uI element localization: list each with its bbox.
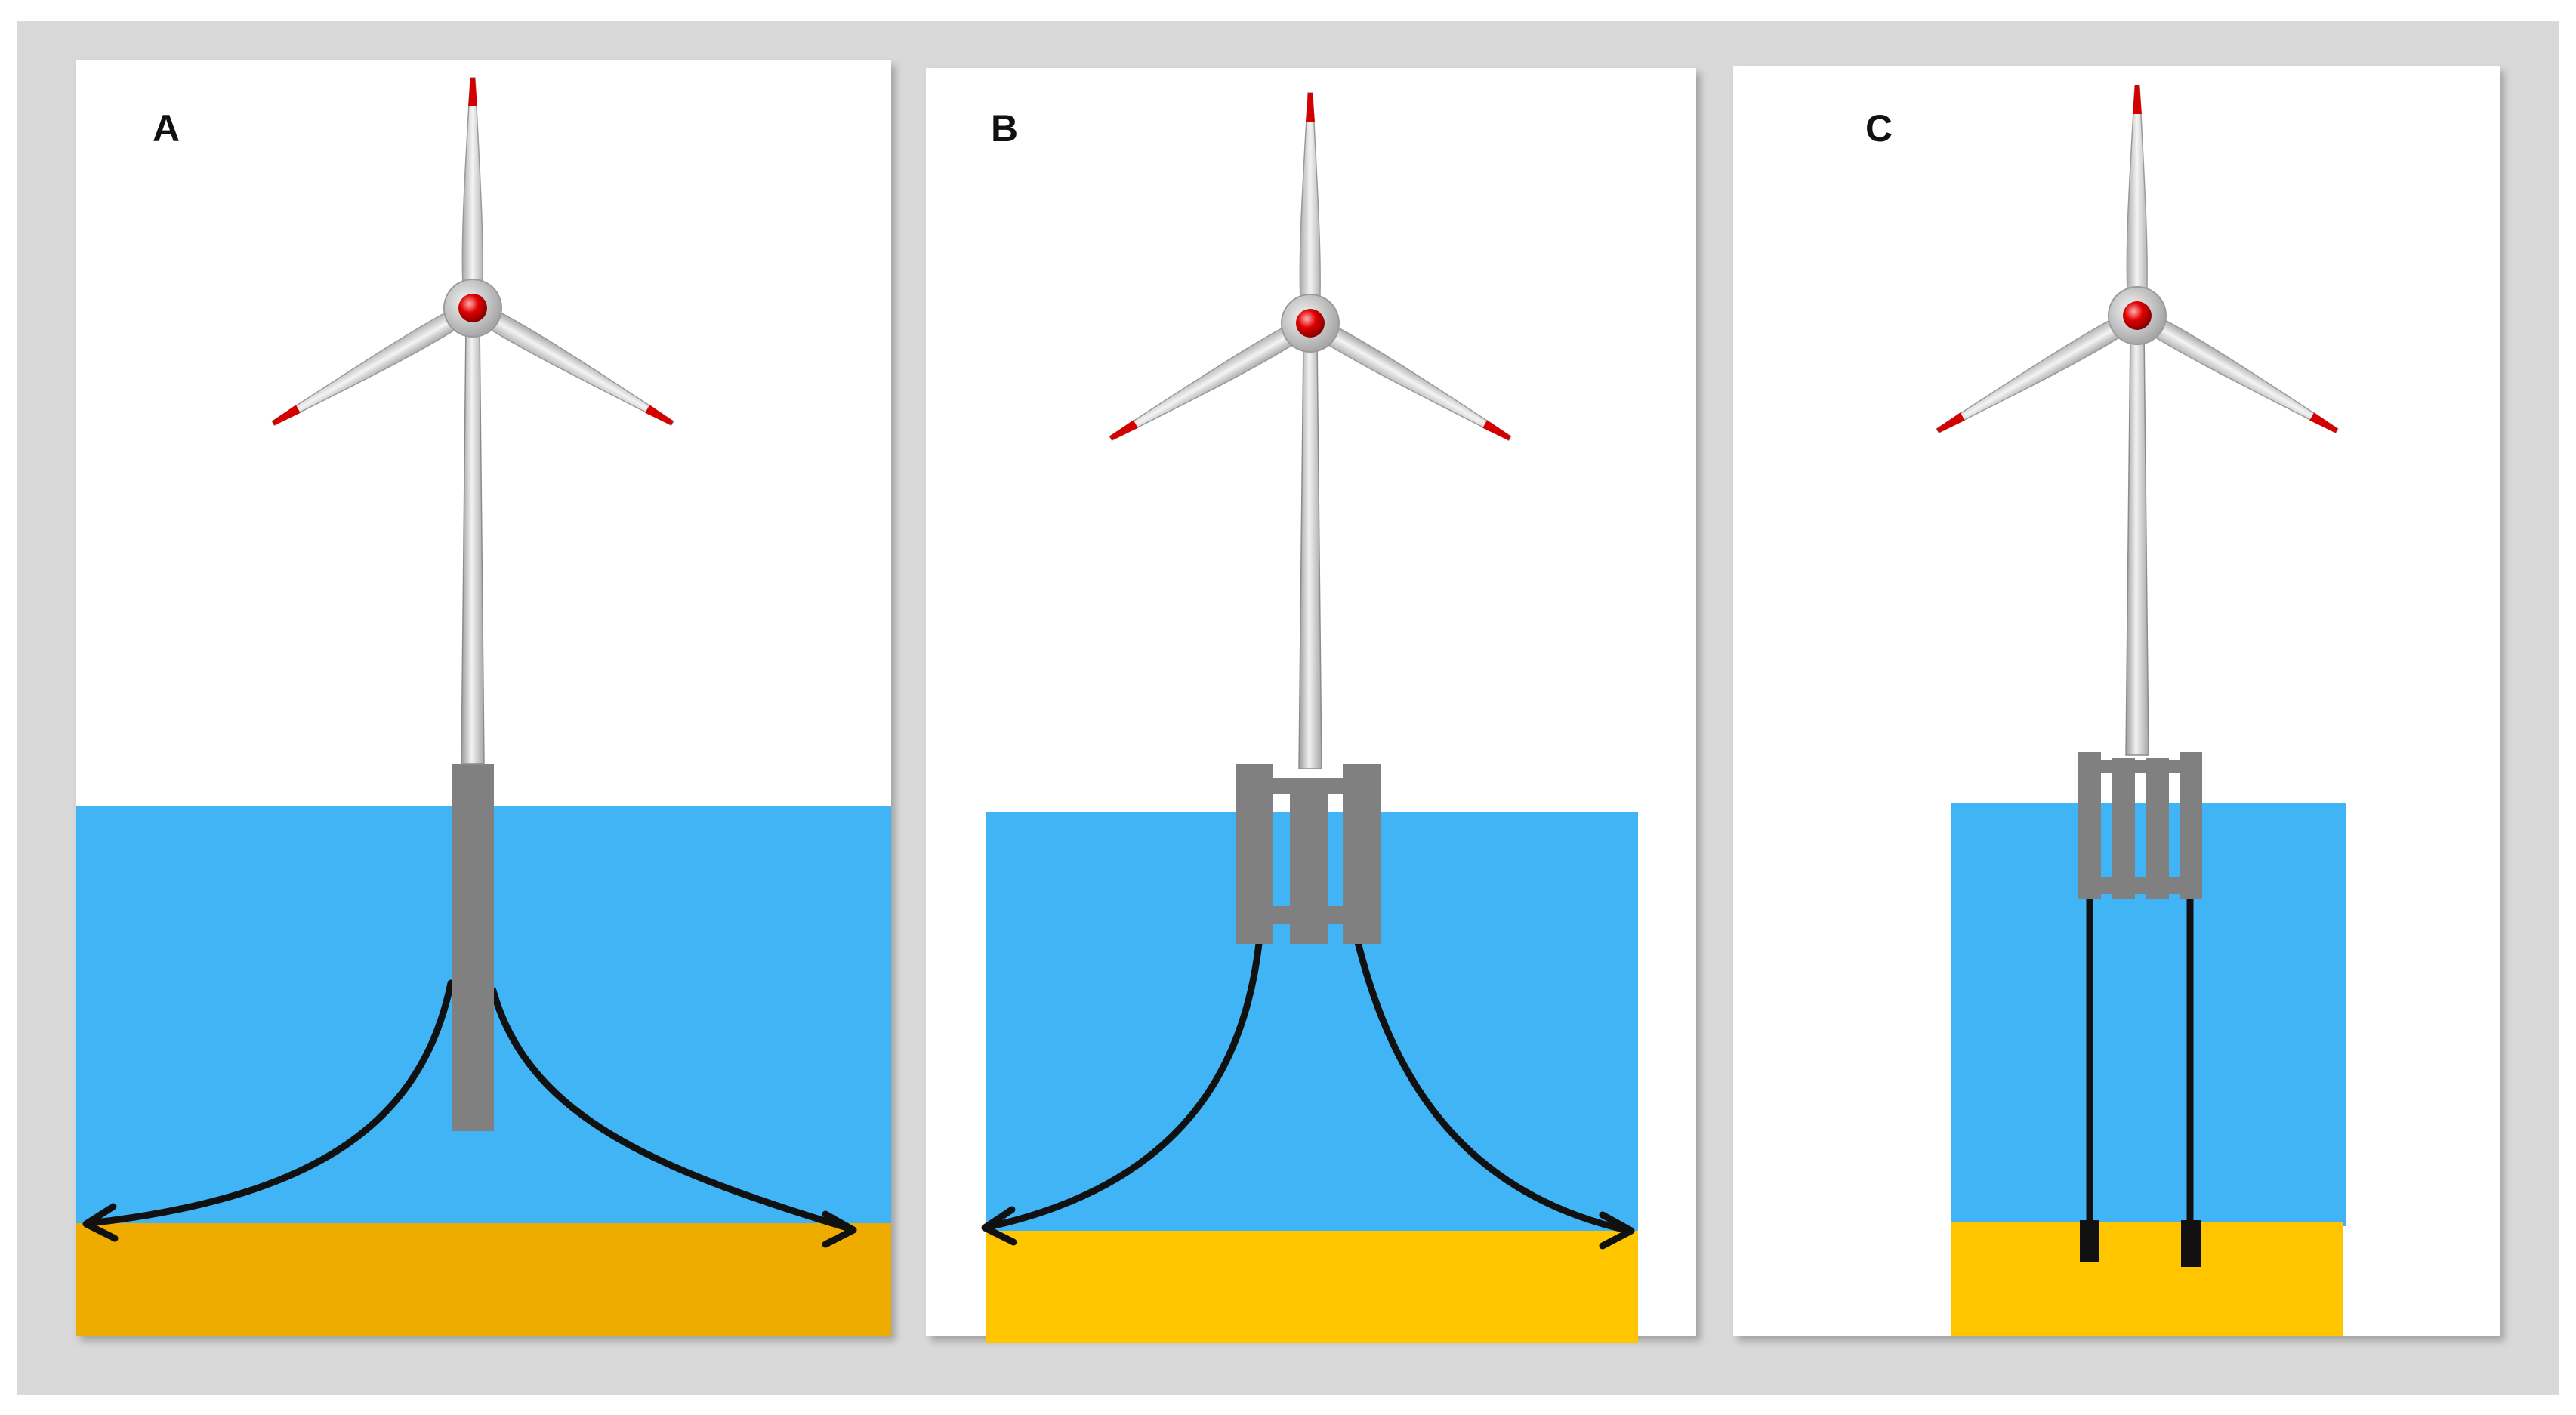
turbine-tower <box>1298 338 1322 769</box>
platform-column <box>2146 758 2169 899</box>
turbine-tower <box>2125 330 2149 756</box>
arrowhead-icon <box>822 1210 857 1248</box>
panel-b-seabed <box>986 1231 1638 1343</box>
panel-b-mooring-line-right <box>1353 933 1634 1235</box>
arrowhead-icon <box>82 1203 119 1242</box>
blade-body <box>474 303 674 427</box>
blade-tip <box>2309 412 2338 433</box>
platform-brace <box>1236 906 1381 924</box>
turbine-blade <box>461 77 483 301</box>
blade-body <box>1311 318 1512 442</box>
platform-brace <box>2078 877 2202 894</box>
turbine-blade <box>1299 92 1321 316</box>
panel-b <box>926 68 1696 1343</box>
panel-b-semi-submersible-platform <box>1236 764 1381 944</box>
panel-a-mooring-line-left <box>85 979 455 1227</box>
blade-tip <box>645 405 674 426</box>
platform-column <box>2180 752 2202 899</box>
arrowhead-icon <box>981 1206 1017 1246</box>
panel-b-mooring-line-left <box>984 933 1263 1231</box>
turbine-blade <box>1109 318 1310 442</box>
blade-tip <box>468 78 477 106</box>
platform-column <box>2078 752 2101 899</box>
blade-tip <box>1482 420 1511 441</box>
panel-c-tension-leg-platform <box>2078 752 2202 899</box>
wind-turbine-icon <box>1936 85 2339 756</box>
turbine-hub <box>2123 301 2152 330</box>
blade-tip <box>1936 412 1965 433</box>
arrowhead-icon <box>1599 1211 1635 1250</box>
blade-tip <box>1306 93 1315 122</box>
wind-turbine-icon <box>1109 92 1512 769</box>
blade-body <box>271 303 472 427</box>
turbine-blade <box>271 303 472 427</box>
blade-tip <box>2133 85 2142 114</box>
blade-tip <box>1109 420 1138 441</box>
panel-label-c: C <box>1865 107 1893 150</box>
blade-body <box>2138 310 2339 434</box>
panel-a-seabed <box>76 1223 891 1336</box>
panel-label-a: A <box>153 107 180 150</box>
turbine-blade <box>2138 310 2339 434</box>
panel-a-mooring-line-right <box>489 987 856 1233</box>
turbine-tower <box>461 322 485 765</box>
panel-a-spar-buoy <box>452 764 494 1131</box>
panel-c-seabed <box>1951 1222 2343 1336</box>
blade-tip <box>272 405 301 426</box>
panel-label-b: B <box>991 107 1019 150</box>
turbine-blade <box>1311 318 1512 442</box>
turbine-blade <box>2126 85 2148 309</box>
turbine-blade <box>474 303 674 427</box>
platform-brace <box>1236 778 1381 794</box>
platform-brace <box>2078 760 2202 773</box>
turbine-blade <box>1936 310 2136 434</box>
panel-a <box>76 60 891 1336</box>
platform-column <box>2112 758 2135 899</box>
anchor-block-icon <box>2181 1220 2201 1267</box>
anchor-block-icon <box>2080 1220 2099 1262</box>
wind-turbine-icon <box>271 77 674 765</box>
turbine-hub <box>458 294 487 322</box>
panel-c <box>1733 66 2500 1336</box>
turbine-hub <box>1296 309 1325 338</box>
